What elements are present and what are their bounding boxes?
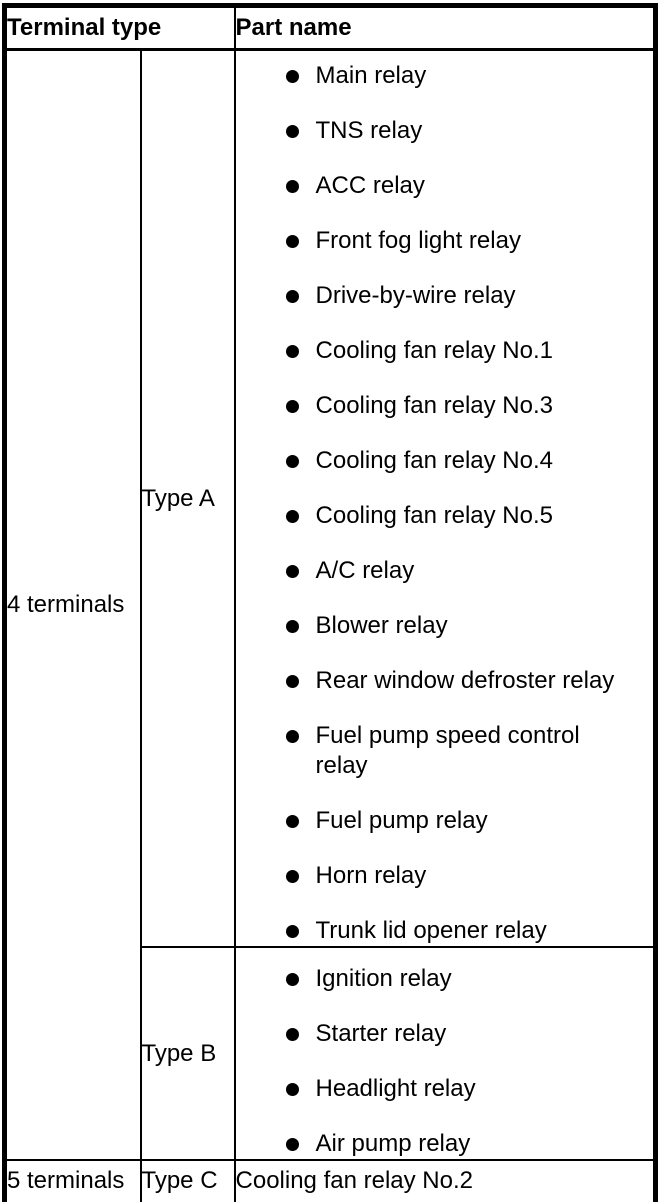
terminal-type-table: Terminal type Part name 4 terminals Type… [2,3,658,1202]
part-name-text: Main relay [315,62,427,89]
bullet-icon [285,925,299,938]
part-name-text: ACC relay [315,172,425,199]
part-name-text: Blower relay [315,612,448,639]
part-name-text: Rear window defroster relay [315,667,615,694]
bullet-icon [285,870,299,883]
part-list-item: Cooling fan relay No.1 [236,336,653,366]
part-list-item: Front fog light relay [236,226,653,256]
part-name-text: Headlight relay [315,1075,476,1102]
part-name-text: Cooling fan relay No.1 [315,337,553,364]
part-name-text: A/C relay [315,557,415,584]
part-list-item: Headlight relay [236,1074,653,1104]
cell-type-a: Type A [139,48,236,948]
cell-type-c: Type C [139,1159,236,1202]
bullet-icon [285,1028,299,1041]
bullet-icon [285,125,299,138]
cell-part-type-c: Cooling fan relay No.2 [233,1159,657,1202]
bullet-icon [285,455,299,468]
part-list-item: Blower relay [236,611,653,641]
part-name-text: Starter relay [315,1020,447,1047]
cell-terminal-5-terminals: 5 terminals [3,1159,142,1202]
bullet-icon [285,235,299,248]
column-header-terminal-type: Terminal type [3,4,236,51]
part-list-item: Rear window defroster relay [236,666,653,696]
cell-parts-type-a: Main relay TNS relay ACC relay Front fog… [233,48,657,948]
bullet-icon [285,180,299,193]
part-list-item: Trunk lid opener relay [236,916,653,946]
part-name-text: Cooling fan relay No.4 [315,447,553,474]
part-name-text: Drive-by-wire relay [315,282,516,309]
part-name-text: TNS relay [315,117,423,144]
part-list-item: Ignition relay [236,964,653,994]
type-b-parts-list: Ignition relay Starter relay Headlight r… [236,948,653,1159]
part-name-text: Horn relay [315,862,427,889]
bullet-icon [285,1083,299,1096]
part-list-item: Air pump relay [236,1129,653,1159]
bullet-icon [285,730,299,743]
part-list-item: Horn relay [236,861,653,891]
part-list-item: Cooling fan relay No.3 [236,391,653,421]
table-row-type-b: Type B Ignition relay Starter relay Head… [5,946,657,1161]
bullet-icon [285,290,299,303]
part-list-item: Cooling fan relay No.5 [236,501,653,531]
part-name-text: Front fog light relay [315,227,521,254]
part-list-item: Drive-by-wire relay [236,281,653,311]
part-list-item: TNS relay [236,116,653,146]
bullet-icon [285,400,299,413]
cell-parts-type-b: Ignition relay Starter relay Headlight r… [233,946,657,1161]
table-header-row: Terminal type Part name [3,4,657,51]
part-name-text: Fuel pump speed control relay [315,722,580,779]
part-list-item: Main relay [236,61,653,91]
part-list-item: Fuel pump speed control relay [236,721,653,781]
part-list-item: Cooling fan relay No.4 [236,446,653,476]
table-row-type-c: 5 terminals Type C Cooling fan relay No.… [3,1159,657,1202]
part-name-text: Ignition relay [315,965,452,992]
part-list-item: ACC relay [236,171,653,201]
bullet-icon [285,675,299,688]
cell-type-b: Type B [139,946,236,1161]
bullet-icon [285,973,299,986]
part-name-text: Cooling fan relay No.5 [315,502,553,529]
cell-terminal-4-terminals: 4 terminals [3,48,142,1161]
bullet-icon [285,345,299,358]
type-a-parts-list: Main relay TNS relay ACC relay Front fog… [236,51,653,946]
bullet-icon [285,510,299,523]
part-list-item: Starter relay [236,1019,653,1049]
part-name-text: Fuel pump relay [315,807,488,834]
bullet-icon [285,565,299,578]
bullet-icon [285,1138,299,1151]
bullet-icon [285,815,299,828]
part-name-text: Air pump relay [315,1130,471,1157]
bullet-icon [285,70,299,83]
part-name-text: Trunk lid opener relay [315,917,547,944]
column-header-part-name: Part name [233,4,657,51]
part-list-item: Fuel pump relay [236,806,653,836]
part-name-text: Cooling fan relay No.3 [315,392,553,419]
table-row-type-a: 4 terminals Type A Main relay TNS relay … [3,48,657,1161]
bullet-icon [285,620,299,633]
part-list-item: A/C relay [236,556,653,586]
